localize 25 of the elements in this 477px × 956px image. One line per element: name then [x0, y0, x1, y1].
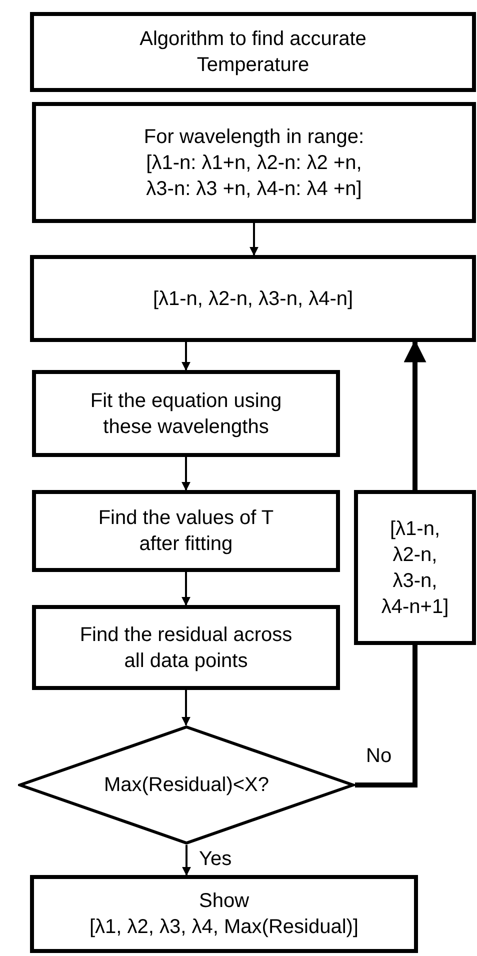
process-box [32, 370, 340, 457]
arrow [182, 457, 190, 491]
arrow [182, 690, 190, 726]
process-box [32, 102, 476, 223]
process-box [30, 255, 476, 342]
process-box [30, 875, 418, 953]
step-text: Find the values of T after fitting [97, 506, 275, 557]
arrow [404, 340, 426, 490]
step-text: Fit the equation using these wavelengths [89, 388, 283, 440]
process-box [354, 490, 476, 645]
step-text: For wavelength in range: [λ1-n: λ1+n, λ2-n: λ2 +n, λ3-n: λ3 +n, λ4-n: λ4 +n] [142, 124, 366, 202]
step-text: Algorithm to find accurate Temperature [138, 27, 368, 78]
process-box [32, 605, 340, 690]
step-text: Find the residual across all data points [78, 622, 294, 674]
step-text: Show [198, 889, 250, 914]
process-box [30, 12, 476, 92]
arrow [182, 845, 191, 876]
arrow [250, 223, 258, 256]
arrow [182, 342, 190, 371]
step-text: [λ1-n, λ2-n, λ3-n, λ4-n+1] [380, 516, 450, 620]
process-box [32, 490, 340, 572]
step-text: [λ1, λ2, λ3, λ4, Max(Residual)] [90, 915, 358, 940]
step-text: [λ1-n, λ2-n, λ3-n, λ4-n] [152, 286, 354, 312]
arrow [182, 572, 190, 606]
decision-text: Max(Residual)<X? [104, 773, 270, 798]
